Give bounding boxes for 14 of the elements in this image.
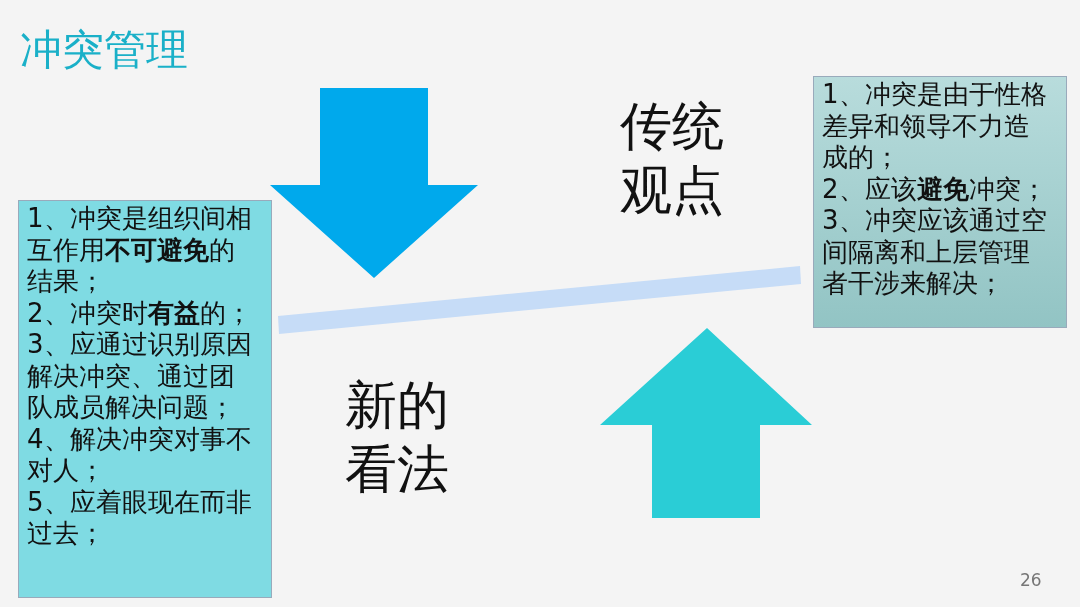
text-box: [18, 200, 272, 598]
list-item: 5、应着眼现在而非过去；: [27, 486, 253, 550]
heading-text: 传统观点: [620, 95, 725, 222]
list-item: 3、应通过识别原因解决冲突、通过团队成员解决问题；: [27, 329, 253, 424]
list-item: 2、冲突时有益的；: [27, 297, 253, 329]
page-number: 26: [1020, 570, 1042, 590]
list-item: 2、应该避免冲突；: [822, 173, 1048, 205]
list-item: 1、冲突是组织间相互作用不可避免的结果；: [27, 203, 253, 298]
list-item: 3、冲突应该通过空间隔离和上层管理者干涉来解决；: [822, 205, 1048, 300]
title: 冲突管理: [20, 24, 188, 76]
heading-text: 新的看法: [345, 374, 450, 501]
list-item: 4、解决冲突对事不对人；: [27, 423, 253, 487]
list-item: 1、冲突是由于性格差异和领导不力造成的；: [822, 79, 1048, 174]
text-box: [813, 76, 1067, 328]
